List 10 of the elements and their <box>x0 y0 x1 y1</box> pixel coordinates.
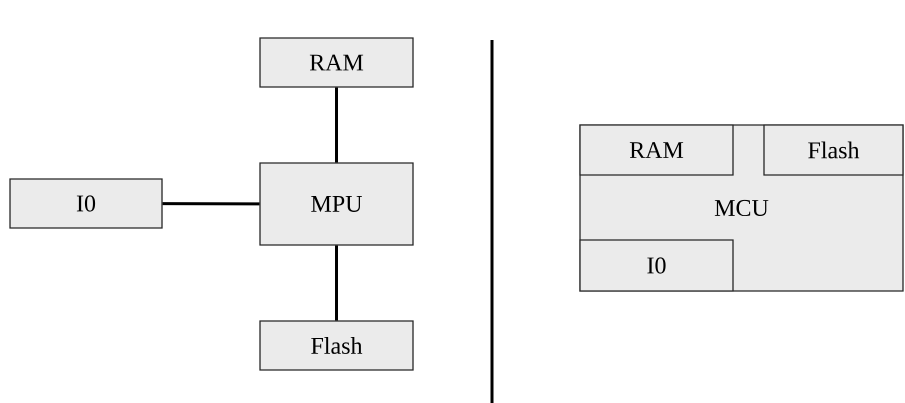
component-box: RAM <box>259 37 414 88</box>
connector-line <box>335 246 338 320</box>
component-box: Flash <box>259 320 414 371</box>
component-box: I0 <box>9 178 163 229</box>
module-box: Flash <box>763 124 904 176</box>
connector-line <box>162 202 260 206</box>
component-box: MPU <box>259 162 414 246</box>
module-box: RAM <box>579 124 734 176</box>
connector-line <box>335 88 338 162</box>
module-box: I0 <box>579 239 734 292</box>
